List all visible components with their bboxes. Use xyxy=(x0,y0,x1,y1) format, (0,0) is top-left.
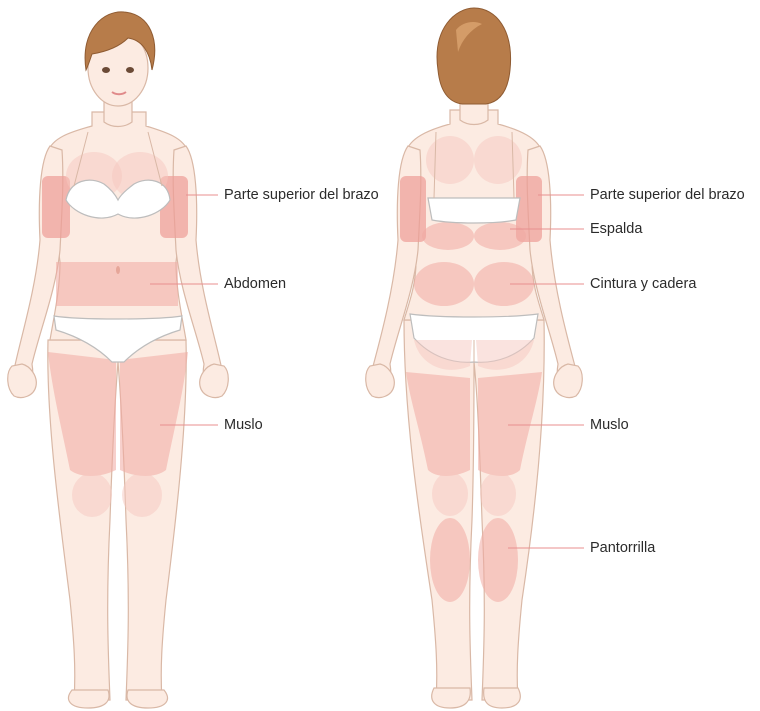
back-zone-shoulder-left xyxy=(426,136,474,184)
front-zone-knee-left xyxy=(72,473,112,517)
label-front-abdomen: Abdomen xyxy=(224,277,286,292)
label-back-upper-arm: Parte superior del brazo xyxy=(590,188,745,203)
label-front-thigh: Muslo xyxy=(224,418,263,433)
label-front-upper-arm: Parte superior del brazo xyxy=(224,188,379,203)
front-zone-knee-right xyxy=(122,473,162,517)
label-back-thigh: Muslo xyxy=(590,418,629,433)
back-bra-band xyxy=(428,198,520,223)
back-right-foot xyxy=(484,688,521,708)
back-zone-calf-right xyxy=(478,518,518,602)
back-zone-back-left xyxy=(422,222,474,250)
label-back-calf: Pantorrilla xyxy=(590,541,655,556)
front-right-eye xyxy=(126,67,134,73)
front-left-foot xyxy=(69,690,109,708)
back-zone-waist-left xyxy=(414,262,474,306)
label-back-waist-hip: Cintura y cadera xyxy=(590,277,696,292)
front-left-eye xyxy=(102,67,110,73)
back-zone-back-right xyxy=(474,222,526,250)
back-left-foot xyxy=(432,688,471,708)
back-figure xyxy=(366,8,583,708)
front-navel xyxy=(116,266,120,274)
back-zone-knee-right xyxy=(480,472,516,516)
label-back-back: Espalda xyxy=(590,222,642,237)
back-zone-upper-arm-left xyxy=(400,176,426,242)
back-zone-shoulder-right xyxy=(474,136,522,184)
front-figure xyxy=(8,12,229,708)
front-right-foot xyxy=(127,690,167,708)
back-zone-knee-left xyxy=(432,472,468,516)
front-zone-upper-arm-left xyxy=(42,176,70,238)
back-zone-calf-left xyxy=(430,518,470,602)
